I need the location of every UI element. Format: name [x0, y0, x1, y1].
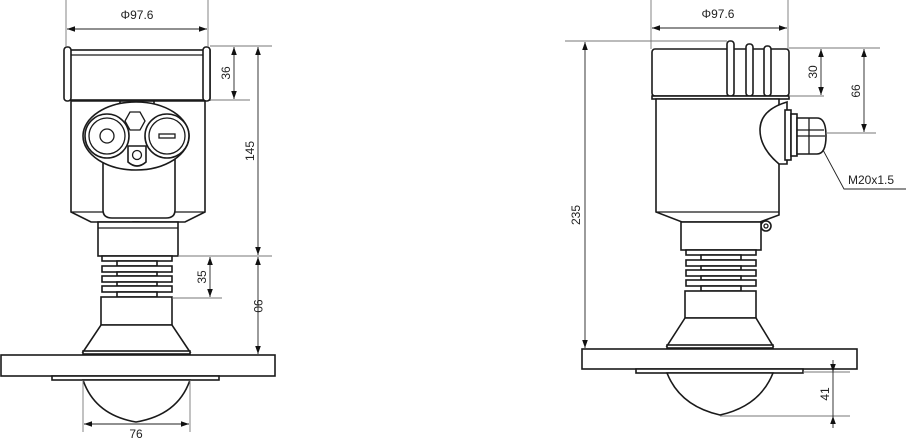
side-gland-offset-dimension: 66: [826, 49, 876, 134]
front-cover: [63, 46, 211, 102]
front-housing-height-dimension: 145: [243, 47, 261, 255]
front-bellows-height-label: 35: [195, 270, 209, 284]
side-lens-dome: [665, 372, 775, 416]
front-horn-diameter-dimension: 76: [82, 380, 191, 441]
front-flange: [0, 354, 276, 377]
side-gland-callout: M20x1.5: [822, 149, 906, 190]
front-bellows: [101, 255, 173, 298]
side-overall-height-label: 235: [569, 205, 583, 225]
side-gland-callout-label: M20x1.5: [848, 173, 894, 187]
side-housing: [655, 98, 780, 232]
side-cover-height-dimension: 30: [789, 47, 880, 97]
side-cover-height-label: 30: [806, 65, 820, 79]
side-bellows: [685, 249, 757, 292]
side-cable-gland: [759, 100, 827, 165]
side-diameter-label: Φ97.6: [702, 7, 735, 21]
side-horn-depth-label: 41: [818, 387, 832, 401]
side-horn-cone: [665, 317, 775, 347]
front-cover-height-label: 36: [219, 66, 233, 80]
front-housing-height-label: 145: [243, 141, 257, 161]
side-view: Φ97.6 30 66 M20x1.5 235: [565, 0, 906, 428]
side-gland-offset-label: 66: [849, 84, 863, 98]
front-diameter-label: Φ97.6: [121, 8, 154, 22]
front-lower-neck: [100, 296, 173, 326]
front-view: Φ97.6 36 145 35 90: [0, 0, 276, 441]
front-cover-height-dimension: 36: [210, 45, 272, 101]
front-diameter-dimension: Φ97.6: [65, 0, 209, 47]
side-diameter-dimension: Φ97.6: [650, 0, 789, 49]
front-lens-dome: [81, 379, 192, 423]
front-bellows-height-dimension: 35: [172, 255, 272, 299]
side-neck: [680, 221, 762, 251]
side-flange: [581, 348, 858, 370]
front-flange-distance-label: 90: [251, 299, 265, 313]
side-cover: [651, 40, 790, 100]
front-horn-cone: [81, 324, 192, 353]
front-housing: [70, 100, 206, 241]
front-neck: [97, 221, 179, 257]
front-flange-distance-dimension: 90: [251, 257, 265, 354]
side-lower-neck: [684, 290, 757, 319]
side-horn-depth-dimension: 41: [720, 360, 850, 428]
side-overall-height-dimension: 235: [565, 40, 727, 348]
front-horn-diameter-label: 76: [129, 427, 143, 441]
